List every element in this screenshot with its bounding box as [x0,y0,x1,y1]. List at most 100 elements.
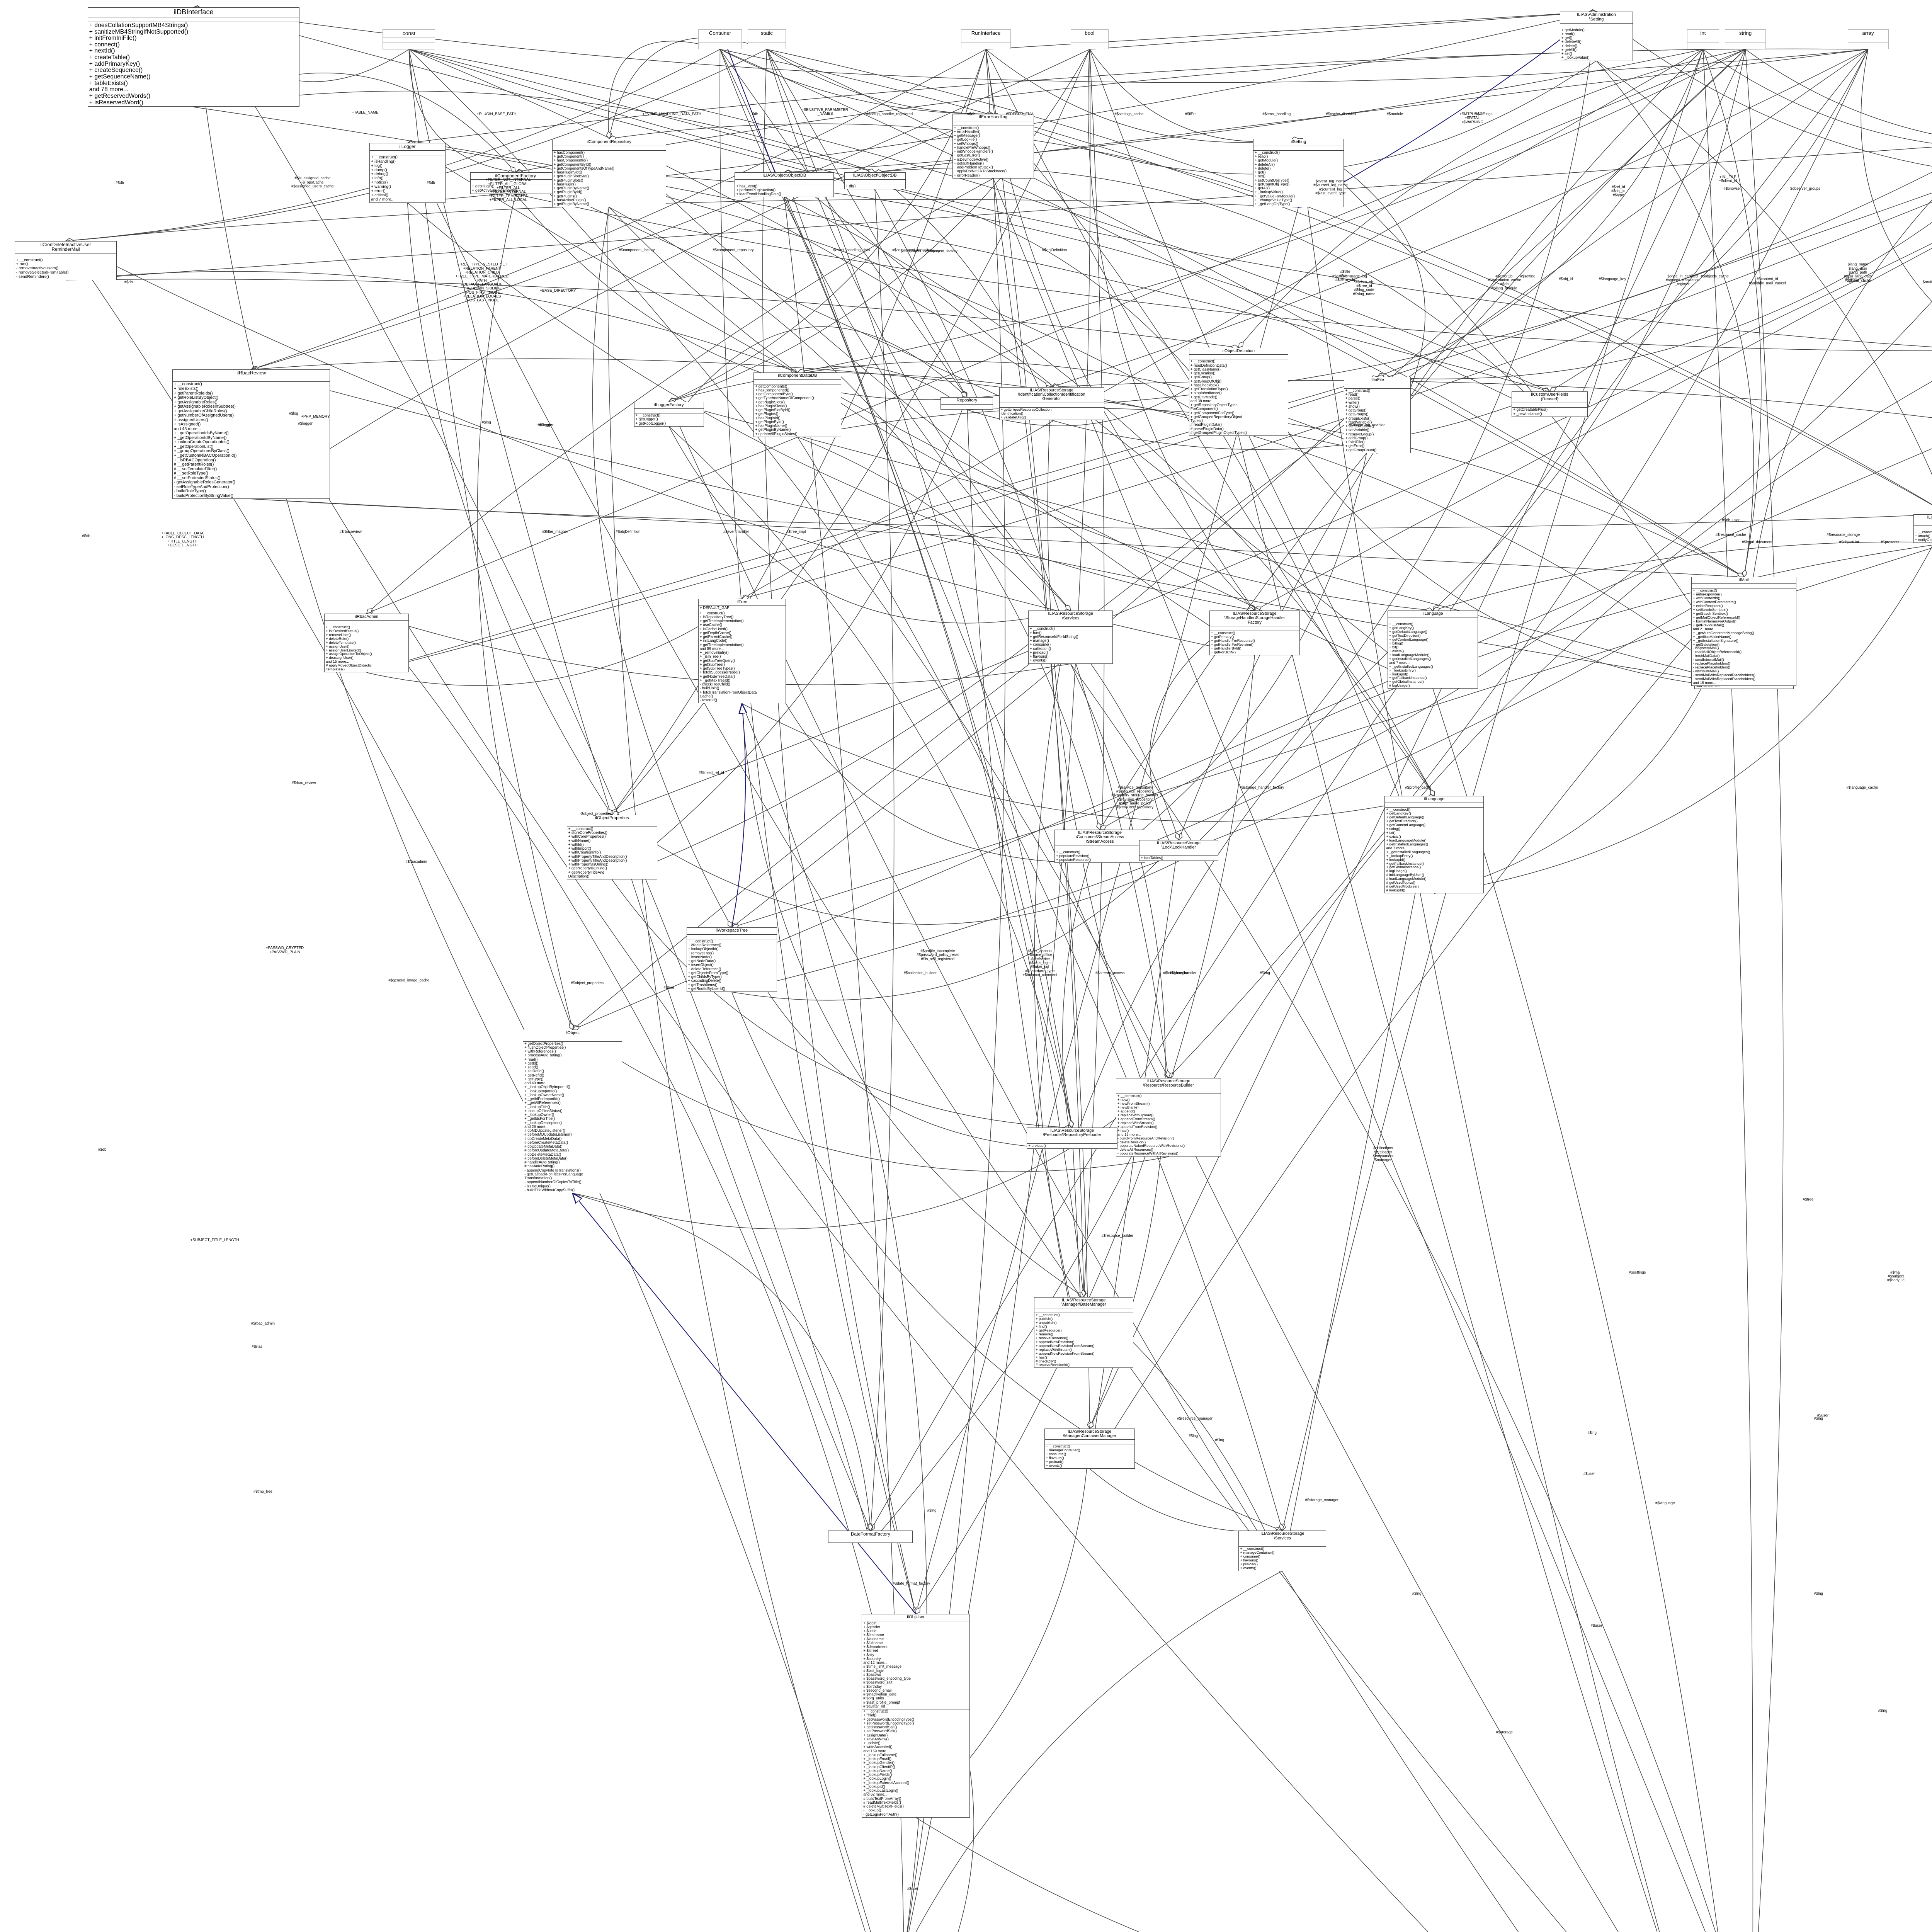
edge-label: #$content_id #$middle_mail_cancel [1749,277,1786,286]
class-node-ILIASAdministrationSetting[interactable]: ILIAS\Administration \Setting+ getModule… [1560,12,1633,61]
operation-row: + getError() [1345,444,1365,449]
class-node-ilResourceStorageManagerBaseManager[interactable]: ILIAS\ResourceStorage \Manager\BaseManag… [1034,1297,1134,1368]
class-node-ilResourceStorageConsumer[interactable]: ILIAS\ResourceStorage \Consumer\StreamAc… [1054,830,1145,863]
class-node-ilFileUtils[interactable]: ILIAS\ResourceStorage \Services+ __const… [1028,611,1113,664]
class-node-ilResourceStorageRepository[interactable]: ILIAS\ResourceStorage \Identification\Co… [999,387,1104,420]
operation-row: + read() [863,1713,877,1718]
class-node-ilResourceStoragePreloader[interactable]: ILIAS\ResourceStorage \Preloader\Reposit… [1027,1128,1117,1149]
operation-row: + has() [1030,631,1042,635]
operation-row: + appendNewRevisionFromStream() [1036,1344,1095,1348]
class-node-ilDBInterface[interactable]: ilDBInterface+ doesCollationSupportMB4St… [87,7,299,107]
class-operations [1687,43,1719,49]
operation-row: + __construct() [1036,1313,1060,1317]
class-node-Container[interactable]: Container [698,29,742,49]
class-node-ilResourceStorageLock[interactable]: ILIAS\ResourceStorage \Lock\LockHandler+… [1139,840,1218,861]
operation-row: + hasPluginSlot() [553,170,582,175]
operation-row: + getSubTreeTypes() [699,667,735,671]
class-node-ilSetting[interactable]: ilSetting+ __construct()+ read()+ getMod… [1253,139,1344,207]
operation-row: + txtlng() [1386,827,1401,831]
operation-row: + _getInstallationSignature() [1693,638,1738,643]
class-node-string[interactable]: string [1725,29,1766,49]
class-attributes [523,1037,622,1042]
operation-row: + getPluginByName() [755,428,791,432]
operation-row: + getChildsByType() [688,975,722,980]
class-node-ilWorkspaceTree[interactable]: ilWorkspaceTree+ __construct()+ createRe… [686,927,777,992]
edge-label: #$date_format_factory [893,1581,930,1586]
class-node-ilCurrentLanguage[interactable]: ilLanguage+ __construct()+ getLangKey()+… [1388,611,1478,689]
class-node-ilComponentFactory[interactable]: ilComponentFactory+ getPlugin()+ getActi… [470,172,561,194]
class-node-const[interactable]: const [383,29,435,50]
operation-row: + setRefId() [524,1069,544,1074]
operation-row: + getGroups() [1345,412,1369,417]
operation-row: + getGroupedRepositoryObject Types() [1190,415,1242,423]
class-node-ilLanguageSub[interactable]: ilLanguage+ __construct()+ getLangKey()+… [1384,796,1484,894]
edge-label: #$rbac_admin [251,1321,275,1326]
class-node-ilCronDeleteInactiveUserReminderMail[interactable]: ilCronDeleteInactiveUser ReminderMail+ _… [14,241,117,280]
operation-row: and 13 more... [1117,1132,1141,1136]
operation-row: + insertObject() [688,963,714,968]
class-node-ilObjectDefinition[interactable]: ilObjectDefinition+ __construct()+ readD… [1189,347,1288,436]
class-attributes [1071,37,1108,43]
class-node-ilCustomUserFieldsHelper[interactable]: ilCustomUserFields (Reused)+ getCreatabl… [1512,391,1588,417]
class-node-DateFormatFactory[interactable]: DateFormatFactory [828,1531,913,1543]
operation-row: + useCache() [699,623,723,628]
operation-row: + getPluginByName() [553,186,589,191]
operation-row: + getPluginSlots() [553,178,583,183]
operation-row: + _getCustomRBACOperationId() [174,453,237,458]
operation-row: + has() [1117,1128,1129,1133]
operation-row: # handleAutoRating() [524,1160,560,1165]
class-node-ilResourceStorageManagerContent[interactable]: ILIAS\ResourceStorage \Manager\Container… [1044,1428,1135,1469]
class-title: ILIAS\Object\ObjectDB [844,173,905,180]
operation-row: + assignData() [863,1733,888,1738]
class-node-ilMailInner[interactable]: ilMail+ __construct()+ autoresponder()+ … [1691,577,1797,686]
class-title: ILIAS\LegalDocuments \Event\Subject [1913,515,1932,526]
class-node-Repository[interactable]: Repository [940,397,993,410]
edge-label: +INI_FILE +$client_id [1719,175,1737,183]
operation-row: + getPropertyIsOnline() [568,866,607,871]
operation-row: + __construct() [1190,359,1216,364]
class-node-array[interactable]: array [1847,29,1889,49]
class-node-ilErrorHandling[interactable]: ilErrorHandling+ __construct()+ errorHan… [952,114,1034,179]
class-node-ilRbacAdmin[interactable]: ilRbacAdmin+ __construct()+ initDesiredS… [324,613,409,673]
class-node-ilRbacReview[interactable]: ilRbacReview+ __construct()+ roleExists(… [172,369,330,499]
class-attributes [754,380,841,384]
edge-label: #$objDefinition [1042,248,1067,252]
class-node-ilLogger[interactable]: ilLogger+ __construct()+ isHandling()+ l… [369,143,446,203]
class-operations: + getPlugin()+ getActivePluginsInSlot() [471,184,560,194]
class-node-ilIniFile[interactable]: ilIniFile+ __construct()+ read()+ parse(… [1344,377,1411,453]
operation-row: + groupExists() [1345,416,1371,421]
class-node-ilObjUser[interactable]: ilObjUser+ $login+ $gender+ $utitle+ $fi… [862,1614,970,1818]
edge-label: #$storage_manager [1305,1498,1339,1503]
operation-row: + withCreationInfo() [568,850,601,855]
class-node-ilObjectProperties[interactable]: ilObjectProperties+ __construct()+ store… [566,815,657,880]
operation-row: - getCallbackForTitlesPerLanguage Transf… [524,1172,583,1181]
edge-label: $collections $preloader $consumers $mana… [1373,1146,1393,1163]
operation-row: + populateRevision() [1056,854,1090,858]
class-node-ilObjectFactory[interactable]: ILIAS\Object\ObjectDB+ db() [844,172,906,189]
class-node-ilResourceStorageServices[interactable]: ILIAS\ResourceStorage \Services+ __const… [1238,1531,1327,1571]
class-node-ilObject[interactable]: ilObject+ getObjectProperties()+ flushOb… [523,1029,622,1194]
class-node-ilComponentRepository[interactable]: ilComponentRepository+ hasComponent()+ g… [552,139,666,207]
class-title: ilLanguage [1388,611,1478,618]
class-node-ilLoggerFactory[interactable]: ilLoggerFactory+ __construct()+ getLogge… [634,401,704,427]
class-node-RunInterface[interactable]: RunInterface [961,29,1011,49]
class-title: ilRbacAdmin [325,614,409,621]
operation-row: + assignedUsers() [174,417,208,422]
class-node-static[interactable]: static [748,29,786,49]
edge-label: #$logger [539,423,554,428]
class-node-ilTree[interactable]: ilTree+ DEFAULT_GAP+ __construct()+ isRe… [698,599,786,704]
class-attributes [1388,617,1478,622]
operation-row: + getPluginById() [553,190,583,195]
class-node-ilUtil[interactable]: ILIAS\Object\ObjectDB+ hasEvent()+ perfo… [735,172,834,197]
class-node-ilResourceStorageRevision[interactable]: ILIAS\ResourceStorage \Resource\Resource… [1116,1078,1221,1157]
class-node-int[interactable]: int [1687,29,1719,49]
operation-row: and 59 more... [699,646,724,651]
operation-row: - buildTitleWithoutCopySuffix() [524,1188,575,1192]
operation-row: + getAll() [1255,186,1270,191]
class-node-ilComponentDataDB[interactable]: ilComponentDataDB+ getComponents()+ hasC… [753,372,842,437]
class-node-ilResourceStorageFactory[interactable]: ILIAS\ResourceStorage \StorageHandler\St… [1209,611,1300,655]
operation-row: + withCoreProperties() [568,835,606,839]
class-node-ILIASLegalDocumentsEventSubject[interactable]: ILIAS\LegalDocuments \Event\Subject+ __c… [1913,514,1932,543]
class-node-bool[interactable]: bool [1070,29,1109,49]
